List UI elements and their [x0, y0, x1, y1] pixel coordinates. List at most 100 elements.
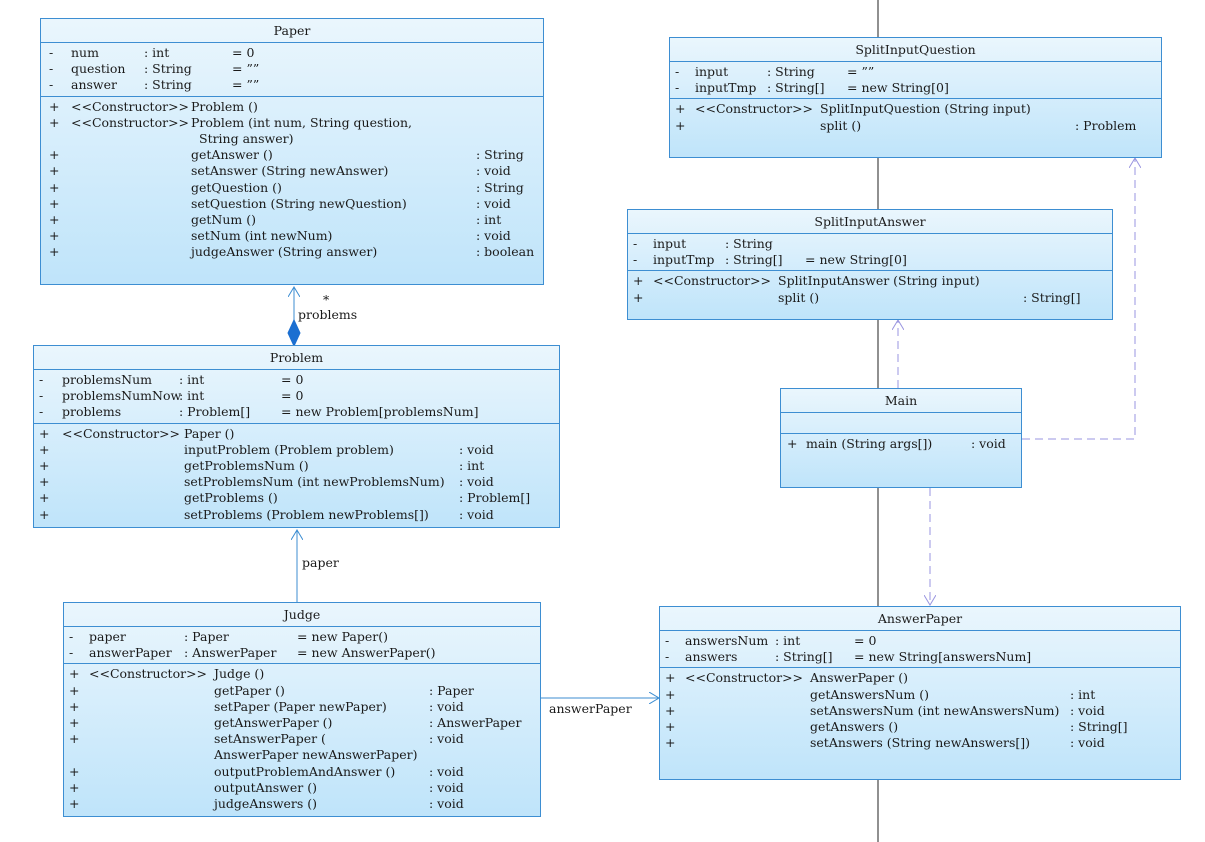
operation-row: +setNum (int newNum): void: [41, 228, 543, 244]
operation-signature: AnswerPaper (): [810, 670, 908, 686]
attribute-row: -question: String= ””: [41, 61, 543, 77]
operation-signature: SplitInputAnswer (String input): [778, 273, 980, 289]
operation-return-type: : void: [476, 163, 511, 179]
operation-return-type: : String[]: [1070, 718, 1128, 734]
operation-return-type: : int: [459, 457, 485, 473]
attribute-row: -answer: String= ””: [41, 77, 543, 93]
operation-stereotype: <<Constructor>>: [653, 273, 772, 289]
operation-row: +getAnswers (): String[]: [660, 719, 1180, 735]
operation-signature: setPaper (Paper newPaper): [214, 698, 387, 714]
operation-row: + <<Constructor>> SplitInputQuestion (Stri…: [670, 101, 1161, 117]
attribute-row: -answersNum: int= 0: [660, 633, 1180, 649]
operation-return-type: : boolean: [476, 244, 535, 260]
operations-compartment: +main (String args[]): void: [781, 434, 1021, 454]
attribute-initial-value: = 0: [854, 633, 877, 648]
operation-row: +split (): String[]: [628, 290, 1112, 306]
operation-return-type: : String: [476, 147, 524, 163]
attribute-type: : String[]: [775, 649, 833, 665]
operation-visibility: +: [39, 506, 50, 522]
class-judge[interactable]: Judge -paper: Paper= new Paper()-answerP…: [63, 602, 541, 817]
operation-signature: Problem (): [191, 98, 258, 114]
attribute-name: inputTmp: [653, 252, 715, 268]
operation-return-type: : int: [476, 211, 502, 227]
attribute-type: : String[]: [767, 80, 825, 96]
operation-return-type: : void: [1070, 735, 1105, 751]
operation-signature: outputAnswer (): [214, 779, 317, 795]
attribute-visibility: -: [675, 80, 680, 96]
attribute-initial-value: = 0: [232, 45, 255, 60]
operation-return-type: : void: [476, 228, 511, 244]
class-problem[interactable]: Problem -problemsNum: int= 0-problemsNum…: [33, 345, 560, 528]
attribute-type: : Problem[]: [179, 404, 251, 420]
operation-visibility: +: [69, 795, 80, 811]
operation-return-type: : void: [429, 763, 464, 779]
operation-signature: judgeAnswer (String answer): [191, 244, 378, 260]
operation-visibility: +: [69, 779, 80, 795]
attribute-visibility: -: [49, 77, 54, 93]
operation-stereotype: <<Constructor>>: [71, 98, 190, 114]
operation-row: +setProblemsNum (int newProblemsNum): vo…: [34, 474, 559, 490]
attribute-visibility: -: [665, 633, 670, 648]
attribute-initial-value: = 0: [281, 372, 304, 387]
operation-signature: getQuestion (): [191, 179, 282, 195]
attribute-name: problemsNumNow: [62, 388, 182, 404]
class-title: Judge: [64, 603, 540, 627]
attribute-initial-value: = ””: [847, 64, 875, 79]
attribute-initial-value: = 0: [281, 388, 304, 404]
operation-row: +getProblemsNum (): int: [34, 458, 559, 474]
attribute-name: paper: [89, 629, 126, 644]
operation-signature: split (): [820, 117, 862, 133]
operation-signature: getPaper (): [214, 682, 285, 698]
attribute-initial-value: = new AnswerPaper(): [297, 645, 436, 661]
class-splitinputanswer[interactable]: SplitInputAnswer -input: String-inputTmp…: [627, 209, 1113, 320]
operation-row: +<<Constructor>>AnswerPaper (): [660, 670, 1180, 686]
operation-signature: setAnswer (String newAnswer): [191, 163, 389, 179]
attribute-name: answers: [685, 649, 738, 665]
operation-row: +getAnswersNum (): int: [660, 687, 1180, 703]
operation-return-type: : String[]: [1023, 289, 1081, 305]
operation-signature: Problem (int num, String question,: [191, 114, 412, 130]
operation-visibility: +: [675, 117, 686, 133]
class-splitinputquestion[interactable]: SplitInputQuestion -input: String= ””-in…: [669, 37, 1162, 158]
operation-visibility: +: [665, 735, 676, 751]
operation-visibility: +: [675, 101, 686, 117]
operation-visibility: +: [39, 441, 50, 457]
attribute-name: inputTmp: [695, 80, 757, 96]
operations-compartment: + <<Constructor>> SplitInputQuestion (Stri…: [670, 99, 1161, 135]
class-main[interactable]: Main +main (String args[]): void: [780, 388, 1022, 488]
operation-row: +getAnswerPaper (): AnswerPaper: [64, 715, 540, 731]
operation-row: +setAnswersNum (int newAnswersNum): void: [660, 703, 1180, 719]
operation-row: + <<Constructor>> SplitInputAnswer (String…: [628, 273, 1112, 289]
operation-visibility: +: [49, 244, 60, 260]
operation-return-type: : Paper: [429, 682, 474, 698]
attribute-name: answer: [71, 77, 117, 93]
attribute-row: -problemsNumNow: int= 0: [34, 388, 559, 404]
operation-return-type: : void: [1070, 702, 1105, 718]
class-answerpaper[interactable]: AnswerPaper -answersNum: int= 0-answers:…: [659, 606, 1181, 780]
attribute-initial-value: = new Problem[problemsNum]: [281, 404, 479, 420]
operation-signature: getAnswer (): [191, 147, 273, 163]
operation-stereotype: <<Constructor>>: [695, 101, 814, 117]
class-paper[interactable]: Paper -num: int= 0-question: String= ””-…: [40, 18, 544, 285]
problems-multiplicity-label: *: [323, 292, 330, 307]
operation-visibility: +: [39, 457, 50, 473]
attribute-row: -inputTmp : String[] = new String[0]: [670, 80, 1161, 96]
attribute-visibility: -: [69, 629, 74, 644]
attribute-visibility: -: [49, 61, 54, 77]
attribute-initial-value: = new String[0]: [847, 80, 949, 96]
operation-row: +setAnswer (String newAnswer): void: [41, 163, 543, 179]
attribute-initial-value: = new String[answersNum]: [854, 649, 1032, 665]
class-title: Paper: [41, 19, 543, 43]
attribute-initial-value: = ””: [232, 61, 260, 77]
attribute-name: input: [653, 236, 687, 251]
operation-signature: getNum (): [191, 211, 256, 227]
attribute-type: : int: [179, 372, 205, 387]
operation-visibility: +: [633, 273, 644, 289]
operation-return-type: : void: [429, 698, 464, 714]
operation-return-type: : int: [1070, 686, 1096, 702]
operation-signature: SplitInputQuestion (String input): [820, 101, 1031, 117]
attribute-type: : String: [725, 236, 773, 251]
operation-signature: getAnswersNum (): [810, 686, 929, 702]
operation-signature: getProblems (): [184, 490, 278, 506]
operation-row: +main (String args[]): void: [781, 436, 1021, 452]
